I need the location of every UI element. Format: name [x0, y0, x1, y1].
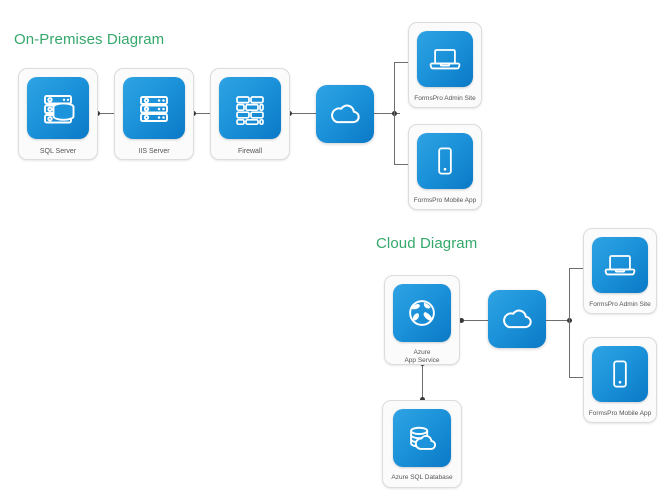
- node-iis-server[interactable]: IIS Server: [114, 68, 194, 160]
- edge-branch2-vertical: [569, 268, 570, 378]
- node-mobile-app-2[interactable]: FormsPro Mobile App: [583, 337, 657, 423]
- globe-icon: [393, 284, 451, 342]
- laptop-icon: [417, 31, 473, 87]
- server-rack-icon: [123, 77, 185, 139]
- node-admin-site-2[interactable]: FormsPro Admin Site: [583, 228, 657, 314]
- edge-dot-sqldb-top: [420, 397, 425, 402]
- database-cloud-icon: [393, 409, 451, 467]
- node-label-sql-server: SQL Server: [39, 148, 77, 155]
- laptop-icon: [592, 237, 648, 293]
- edge-dot-appservice-out: [459, 318, 464, 323]
- node-firewall[interactable]: Firewall: [210, 68, 290, 160]
- edge-branch-to-admin: [394, 62, 416, 63]
- node-internet-cloud-2[interactable]: [488, 290, 546, 348]
- smartphone-icon: [417, 133, 473, 189]
- node-admin-site[interactable]: FormsPro Admin Site: [408, 22, 482, 108]
- edge-branch2-to-mobile: [569, 377, 591, 378]
- edge-branch-vertical: [394, 62, 395, 165]
- cloud-icon: [498, 300, 536, 338]
- node-label-admin-site-2: FormsPro Admin Site: [589, 301, 651, 308]
- edge-sql-to-iis: [98, 113, 124, 114]
- edge-cloud-to-branch: [374, 113, 400, 114]
- node-label-azure-sql-database: Azure SQL Database: [391, 474, 453, 481]
- node-mobile-app[interactable]: FormsPro Mobile App: [408, 124, 482, 210]
- brick-wall-icon: [219, 77, 281, 139]
- edge-iis-to-firewall: [194, 113, 220, 114]
- edge-branch-to-mobile: [394, 164, 416, 165]
- cloud-icon: [326, 95, 364, 133]
- cloud-section-title: Cloud Diagram: [376, 235, 478, 252]
- edge-cloud2-to-branch: [546, 320, 572, 321]
- node-internet-cloud[interactable]: [316, 85, 374, 143]
- edge-appservice-to-cloud: [462, 320, 488, 321]
- node-azure-app-service[interactable]: Azure App Service: [384, 275, 460, 365]
- node-azure-sql-database[interactable]: Azure SQL Database: [382, 400, 462, 488]
- on-premises-section-title: On-Premises Diagram: [14, 31, 165, 48]
- node-label-mobile-app-2: FormsPro Mobile App: [588, 410, 652, 417]
- edge-appservice-to-sqldb: [422, 364, 423, 400]
- node-sql-server[interactable]: SQL Server: [18, 68, 98, 160]
- node-label-iis-server: IIS Server: [138, 148, 170, 155]
- edge-branch2-to-admin: [569, 268, 591, 269]
- database-server-icon: [27, 77, 89, 139]
- node-label-admin-site: FormsPro Admin Site: [414, 95, 476, 102]
- smartphone-icon: [592, 346, 648, 402]
- edge-firewall-to-cloud: [290, 113, 316, 114]
- node-label-firewall: Firewall: [237, 148, 263, 155]
- node-label-azure-app-service: Azure App Service: [404, 349, 440, 364]
- node-label-mobile-app: FormsPro Mobile App: [413, 197, 477, 204]
